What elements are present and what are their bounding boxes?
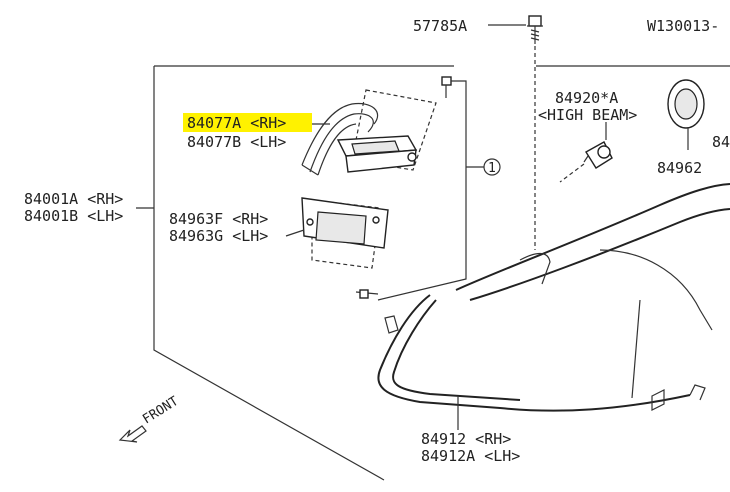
part-label-lens-lh: 84912A <LH> [421, 447, 520, 465]
screw-icon [355, 289, 379, 299]
part-label-bracket-lh: 84963G <LH> [169, 227, 268, 245]
highlight-marker [183, 113, 312, 132]
part-label-lamp-lh: 84001B <LH> [24, 207, 123, 225]
bracket-icon [301, 197, 389, 269]
bulb-icon [583, 141, 613, 169]
part-label-bulb-desc: <HIGH BEAM> [538, 106, 637, 124]
part-label-bolt: 57785A [413, 17, 467, 35]
part-label-bulb: 84920*A [555, 89, 618, 107]
diagram-ref-code: W130013- [647, 17, 719, 35]
callout-number: 1 [488, 161, 496, 176]
part-label-cap: 84962 [657, 159, 702, 177]
assembly-frame [153, 65, 730, 481]
screw-icon [441, 76, 452, 98]
bulb-cap-icon [667, 79, 705, 129]
part-label-lamp-rh: 84001A <RH> [24, 190, 123, 208]
part-label-module-rh: 84077A <RH> [187, 114, 286, 132]
part-label-cap-partial: 84 [712, 133, 730, 151]
part-label-bracket-rh: 84963F <RH> [169, 210, 268, 228]
control-module-icon [301, 89, 437, 176]
front-arrow-icon [118, 425, 147, 443]
headlamp-housing-icon [377, 183, 730, 412]
part-label-lens-rh: 84912 <RH> [421, 430, 511, 448]
part-label-module-lh: 84077B <LH> [187, 133, 286, 151]
front-label: FRONT [140, 394, 181, 428]
bolt-icon [527, 15, 543, 44]
